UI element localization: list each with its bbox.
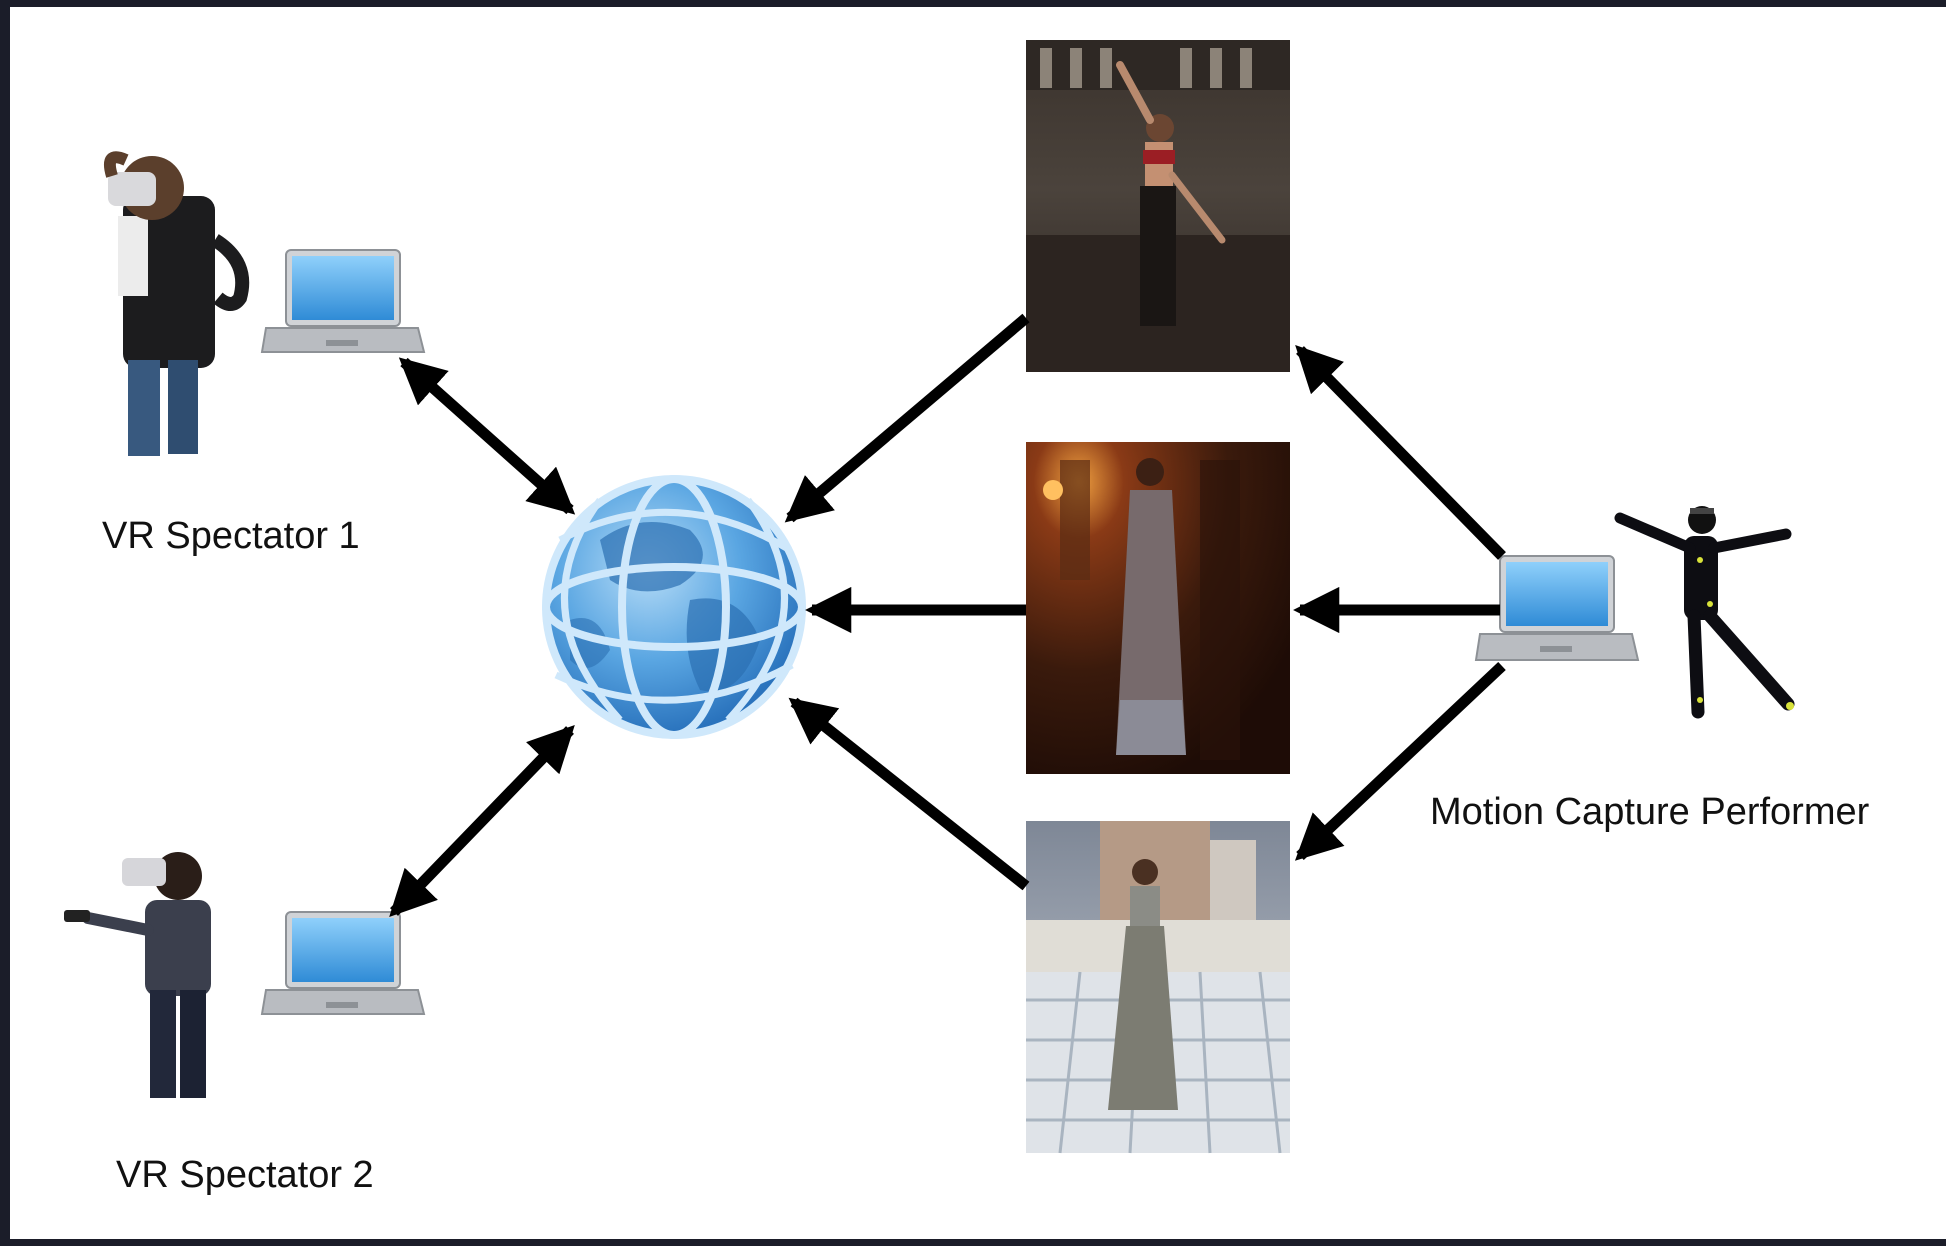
render-image-3 [1026,821,1290,1154]
arrow-performer-render3 [1294,661,1506,861]
performer-label: Motion Capture Performer [1430,791,1870,833]
render-image-2 [1026,442,1290,774]
spectator1-label: VR Spectator 1 [102,515,360,557]
arrow-performer-render1 [1295,345,1506,560]
spectator2-label: VR Spectator 2 [116,1154,374,1196]
laptop-icon [260,249,426,353]
vr-headset-person-icon [64,852,211,1098]
vr-headset-person-icon [103,151,250,456]
mocap-suit-person-icon [1614,506,1795,719]
laptop-icon [260,911,426,1015]
laptop-icon [1474,555,1640,661]
render-image-1 [1026,40,1290,372]
globe-icon [542,475,806,739]
arrow-render3-globe [788,697,1030,891]
arrow-render1-globe [784,313,1030,523]
arrow-spectator1-globe [398,357,576,515]
diagram-canvas: VR Spectator 1 VR Spectator 2 Motion Cap… [10,7,1946,1239]
arrow-spectator2-globe [389,725,575,917]
